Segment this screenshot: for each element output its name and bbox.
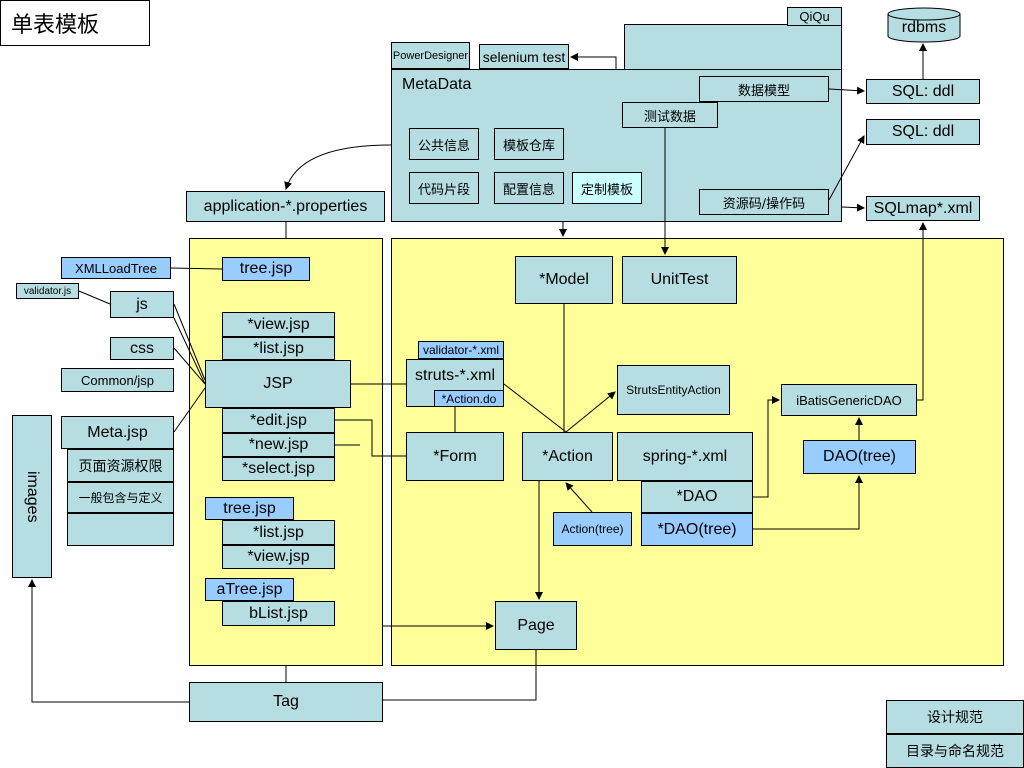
js-box: js: [110, 291, 174, 318]
ibatis-dao-box: iBatisGenericDAO: [781, 384, 917, 416]
view-jsp-2-box: *view.jsp: [222, 545, 335, 569]
page-title: 单表模板: [0, 0, 150, 46]
tree-jsp-box: tree.jsp: [205, 497, 294, 520]
tree-jsp-top-box: tree.jsp: [222, 257, 310, 281]
new-jsp-box: *new.jsp: [222, 433, 335, 457]
action-box: *Action: [522, 432, 613, 481]
resource-code-box: 资源码/操作码: [699, 189, 829, 215]
meta-jsp-box: Meta.jsp: [61, 416, 174, 449]
view-jsp-box: *view.jsp: [222, 312, 335, 337]
action-do-box: *Action.do: [434, 390, 504, 407]
dao-box: *DAO: [641, 481, 753, 513]
spring-xml-box: spring-*.xml: [617, 432, 753, 481]
page-box: Page: [495, 601, 577, 650]
test-data-box: 测试数据: [622, 102, 718, 128]
code-snippet-box: 代码片段: [409, 172, 479, 204]
selenium-test-box: selenium test: [479, 44, 569, 69]
action-tree-box: Action(tree): [553, 512, 632, 546]
dao-tree-box: *DAO(tree): [641, 513, 753, 546]
qiqu-panel: [624, 24, 842, 70]
validator-js-box: validator.js: [16, 283, 79, 299]
config-info-box: 配置信息: [494, 172, 564, 204]
jsp-box: JSP: [205, 360, 351, 408]
general-include-box: 一般包含与定义: [67, 482, 174, 513]
select-jsp-box: *select.jsp: [222, 457, 335, 481]
images-label: images: [24, 470, 41, 523]
xmlloadtree-box: XMLLoadTree: [61, 257, 171, 279]
naming-spec-box: 目录与命名规范: [886, 734, 1024, 768]
public-info-box: 公共信息: [409, 128, 479, 160]
metadata-label: MetaData: [402, 76, 472, 93]
data-model-box: 数据模型: [699, 76, 829, 102]
validator-xml-box: validator-*.xml: [418, 341, 504, 359]
common-jsp-box: Common/jsp: [61, 368, 174, 392]
template-repo-box: 模板仓库: [494, 128, 564, 160]
unittest-box: UnitTest: [622, 256, 737, 304]
atree-jsp-box: aTree.jsp: [205, 578, 294, 601]
css-box: css: [110, 337, 174, 360]
powerdesigner-box: PowerDesigner: [391, 42, 470, 69]
blist-jsp-box: bList.jsp: [222, 601, 335, 626]
qiqu-label: QiQu: [787, 7, 842, 26]
page-resource-box: 页面资源权限: [67, 449, 174, 482]
list-jsp-box: *list.jsp: [222, 337, 335, 360]
sql-ddl-box-2: SQL: ddl: [866, 119, 980, 145]
images-box: images: [12, 415, 52, 578]
struts-entity-action-box: StrutsEntityAction: [617, 365, 730, 415]
sqlmap-box: SQLmap*.xml: [866, 196, 980, 221]
rdbms-label: rdbms: [901, 19, 947, 36]
edit-jsp-box: *edit.jsp: [222, 408, 335, 433]
custom-template-box: 定制模板: [572, 172, 642, 204]
design-spec-box: 设计规范: [886, 700, 1024, 734]
dao-tree-right-box: DAO(tree): [803, 440, 916, 474]
sql-ddl-box-1: SQL: ddl: [866, 79, 980, 104]
general-blank-box: [67, 513, 174, 546]
model-box: *Model: [515, 256, 613, 304]
app-properties-box: application-*.properties: [186, 191, 385, 222]
form-box: *Form: [406, 432, 504, 481]
list-jsp-2-box: *list.jsp: [222, 520, 335, 545]
tag-box: Tag: [189, 682, 383, 722]
